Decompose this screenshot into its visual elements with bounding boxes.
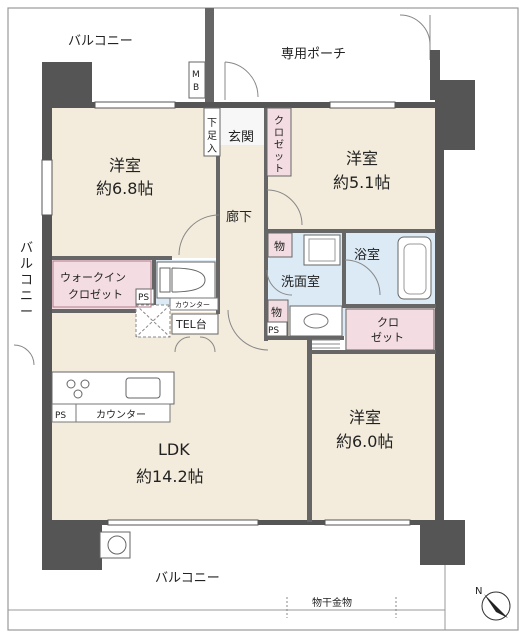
ldk-name: LDK xyxy=(158,440,190,459)
storage-2-label: 物 xyxy=(271,305,282,319)
column-bottom-left xyxy=(42,520,102,570)
wall-top xyxy=(42,102,444,108)
western-room-2-name: 洋室 xyxy=(346,149,378,168)
ps-label-2: PS xyxy=(268,326,279,336)
closet-2-label-2: ゼット xyxy=(371,331,404,344)
toilet xyxy=(171,267,206,293)
svg-text:コ: コ xyxy=(20,273,33,288)
svg-text:ッ: ッ xyxy=(274,152,284,163)
ldk-size: 約14.2帖 xyxy=(136,467,204,486)
entrance-closet-label: ク ロ ゼ ッ ト xyxy=(274,115,284,175)
wall-right xyxy=(435,80,444,520)
toilet-room-fixtures xyxy=(156,261,216,299)
compass xyxy=(481,591,511,621)
corridor-area xyxy=(219,145,267,315)
ps-label-1: PS xyxy=(138,293,149,303)
svg-text:ロ: ロ xyxy=(274,128,284,139)
balcony-side-label: バ ル コ ニ ー xyxy=(20,241,33,320)
toilet-counter-label: カウンター xyxy=(175,300,210,309)
shoe-storage-label-2: 足 xyxy=(207,130,217,142)
svg-text:ー: ー xyxy=(20,305,33,320)
svg-text:ル: ル xyxy=(20,257,33,272)
svg-text:ト: ト xyxy=(274,164,284,175)
western-room-1-size: 約6.8帖 xyxy=(96,179,153,198)
washing-machine xyxy=(303,234,341,266)
closet-2-box xyxy=(345,308,435,351)
western-room-2-area xyxy=(267,108,435,230)
bathtub xyxy=(397,236,432,300)
window-left xyxy=(41,159,53,216)
ps-box-2 xyxy=(266,321,288,337)
ps-label-3: PS xyxy=(55,411,66,421)
entrance-area xyxy=(219,108,267,145)
svg-text:ク: ク xyxy=(274,115,284,127)
column-bottom-right xyxy=(420,520,465,565)
walk-in-closet-label-2: クロゼット xyxy=(68,288,123,301)
interior-walls xyxy=(52,108,436,522)
washroom-label: 洗面室 xyxy=(281,274,320,290)
western-room-3-name: 洋室 xyxy=(349,408,381,427)
drying-rack-label: 物干金物 xyxy=(312,596,352,609)
svg-text:ゼ: ゼ xyxy=(274,139,284,151)
wall-left xyxy=(42,62,52,532)
svg-text:ニ: ニ xyxy=(20,289,33,304)
kitchen-counter-label: カウンター xyxy=(96,409,146,421)
western-room-1-name: 洋室 xyxy=(109,156,141,175)
mb-box xyxy=(188,61,206,99)
western-room-3-area xyxy=(312,354,435,520)
mb-label-b: B xyxy=(193,83,199,93)
shoe-storage-label-1: 下 xyxy=(207,118,217,129)
window-room3 xyxy=(324,519,411,526)
walk-in-closet-area xyxy=(52,260,152,310)
door-swings xyxy=(13,61,381,366)
toilet-counter xyxy=(169,297,219,311)
window-ldk xyxy=(107,519,259,526)
compass-label: N xyxy=(475,586,482,597)
outer-frame xyxy=(7,7,519,631)
porch-gate xyxy=(399,14,431,46)
bathroom-label: 浴室 xyxy=(354,247,380,263)
western-room-3-size: 約6.0帖 xyxy=(336,432,393,451)
balcony-top-label: バルコニー xyxy=(68,34,133,49)
storage-1-label: 物 xyxy=(274,239,285,253)
storage-1-box xyxy=(267,232,293,258)
svg-text:バ: バ xyxy=(20,241,33,256)
western-room-1-area xyxy=(52,108,219,258)
entrance-closet-box xyxy=(266,107,292,177)
window-room2 xyxy=(329,101,396,109)
private-porch-label: 専用ポーチ xyxy=(281,47,346,62)
window-room1 xyxy=(94,101,176,109)
corridor-label: 廊下 xyxy=(226,209,252,225)
shoe-storage-label-3: 入 xyxy=(207,144,217,155)
mb-label-m: M xyxy=(192,70,200,80)
tel-stand-box xyxy=(171,313,219,335)
drying-rack xyxy=(286,597,397,618)
shoe-storage-box xyxy=(203,107,221,157)
entrance-label: 玄関 xyxy=(228,130,254,145)
porch-divider-wall xyxy=(205,8,214,108)
walk-in-closet-label-1: ウォークイン xyxy=(60,271,126,284)
tel-stand-label: TEL台 xyxy=(175,317,207,331)
ps-box-3 xyxy=(51,403,77,423)
ps-box-1 xyxy=(135,288,155,305)
balcony-bottom-label: バルコニー xyxy=(155,571,220,586)
closet-2-label-1: クロ xyxy=(377,316,399,329)
wash-basin xyxy=(289,305,343,337)
western-room-2-size: 約5.1帖 xyxy=(333,173,390,192)
